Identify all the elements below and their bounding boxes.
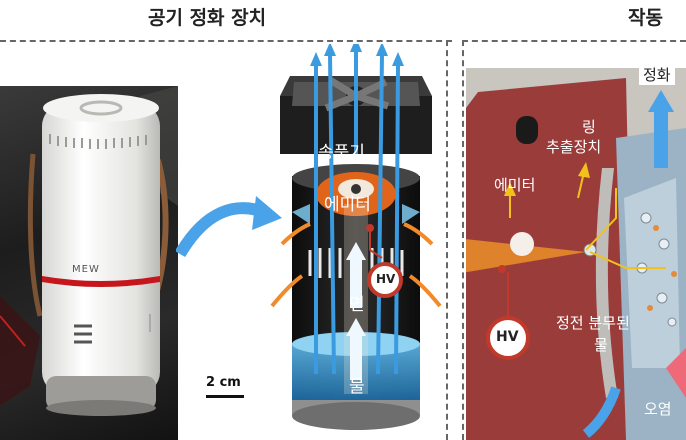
scale-bar-line bbox=[206, 395, 244, 398]
ring-label: 링 bbox=[582, 118, 596, 136]
water-label: 물 bbox=[349, 377, 365, 397]
frame-top-right bbox=[462, 40, 686, 42]
device-photo-drawing bbox=[0, 86, 178, 416]
operation-section-title: 작동 bbox=[628, 7, 663, 29]
frame-divider-left bbox=[446, 40, 448, 440]
hv-label: HV bbox=[376, 272, 396, 286]
operation-drawing bbox=[466, 78, 686, 440]
frame-divider-right bbox=[462, 40, 464, 440]
operation-panel bbox=[466, 68, 686, 440]
frame-top-left bbox=[0, 40, 452, 42]
flow-arrow-icon bbox=[176, 196, 282, 258]
blower-label: 송풍기 bbox=[318, 143, 365, 163]
emitter-label: 에미터 bbox=[324, 195, 371, 215]
electrospray-label: 정전 분무된 bbox=[556, 314, 630, 332]
operation-hv-label: HV bbox=[496, 329, 519, 345]
brand-label: MEW bbox=[72, 264, 100, 275]
ring-extractor-label: 추출장치 bbox=[546, 138, 602, 156]
purification-label: 정화 bbox=[639, 64, 675, 85]
device-schematic bbox=[270, 44, 442, 430]
scale-bar-label: 2 cm bbox=[206, 375, 241, 390]
device-section-title: 공기 정화 장치 bbox=[148, 7, 267, 29]
pollutant-label: 오염 bbox=[644, 400, 672, 418]
device-photo: MEW bbox=[0, 86, 178, 440]
cotton-label: 면 bbox=[349, 295, 365, 315]
operation-emitter-label: 에미터 bbox=[494, 176, 536, 194]
electrospray-water-label: 물 bbox=[594, 336, 608, 354]
